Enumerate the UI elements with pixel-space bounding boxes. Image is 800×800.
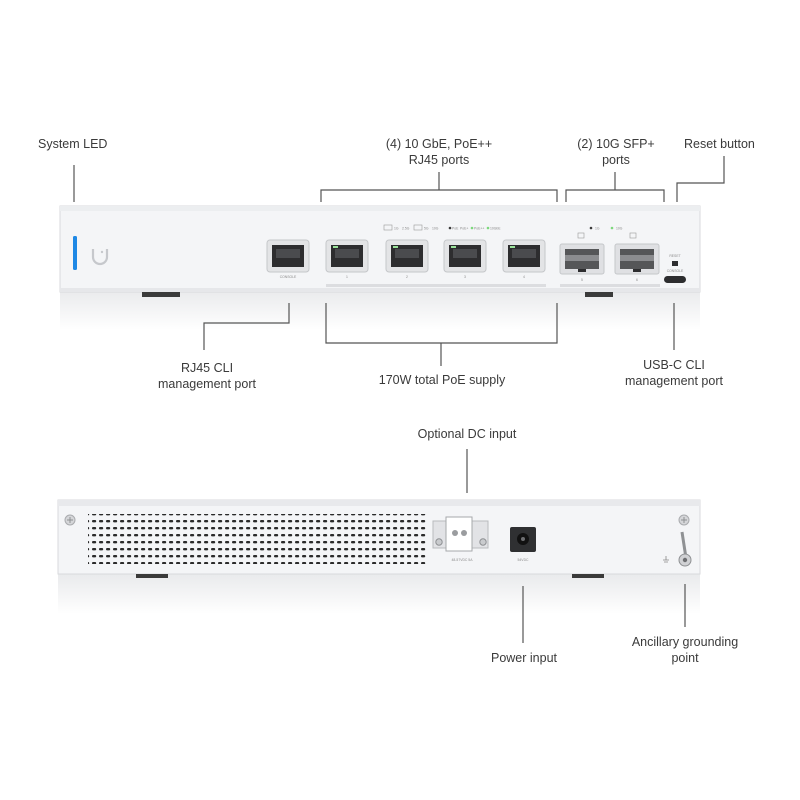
system-led — [73, 236, 77, 270]
screw-icon — [64, 514, 76, 526]
front-panel: CONSOLE 1 2 3 4 — [59, 205, 701, 330]
reset-button[interactable] — [672, 261, 678, 266]
sfp-number-6: 6 — [636, 278, 638, 282]
ubiquiti-logo-icon — [91, 249, 109, 266]
legend-1g: 1G — [394, 227, 399, 231]
power-jack[interactable] — [510, 527, 536, 552]
legend-10g: 10G — [432, 227, 439, 231]
sfp-port-5[interactable] — [559, 243, 605, 275]
poe-rj45-port-4[interactable] — [502, 239, 546, 273]
leader-lines — [73, 156, 725, 643]
port-number-1: 1 — [346, 275, 348, 279]
legend-poe-plus-plus: PoE++ — [474, 227, 484, 231]
label-dc-input: Optional DC input — [417, 427, 517, 441]
port-number-2: 2 — [406, 275, 408, 279]
legend-10gbe: 10GbE — [490, 227, 501, 231]
screw-icon — [678, 514, 690, 526]
rear-panel: 48-57VDC 5A 54VDC — [57, 499, 701, 614]
console-caption: CONSOLE — [667, 269, 684, 273]
sfp-legend-1g: 1G — [595, 227, 600, 231]
port-number-3: 3 — [464, 275, 466, 279]
sfp-port-6[interactable] — [614, 243, 660, 275]
reset-caption: RESET — [669, 254, 680, 258]
grounding-icon[interactable] — [663, 531, 692, 567]
ventilation-grille — [88, 514, 426, 564]
legend-5g: 5G — [424, 227, 429, 231]
label-grounding: Ancillary grounding point — [631, 635, 739, 665]
dc-terminal-block[interactable] — [432, 516, 489, 552]
sfp-legend-10g: 10G — [616, 227, 623, 231]
label-poe-ports: (4) 10 GbE, PoE++ RJ45 ports — [385, 137, 493, 167]
usb-c-port[interactable] — [664, 276, 686, 283]
poe-rj45-port-1[interactable] — [325, 239, 369, 273]
label-rj45-cli: RJ45 CLI management port — [158, 361, 256, 391]
label-system-led: System LED — [38, 137, 108, 151]
poe-rj45-port-3[interactable] — [443, 239, 487, 273]
label-power-input: Power input — [490, 651, 557, 665]
legend-2-5g: 2.5G — [402, 227, 410, 231]
poe-port-legend: 1G 2.5G 5G 10G PoE PoE+ PoE++ 10GbE — [383, 224, 501, 231]
mgmt-rj45-port[interactable] — [266, 239, 310, 273]
label-usbc-cli: USB-C CLI management port — [625, 358, 723, 388]
label-reset-button: Reset button — [684, 137, 755, 151]
mgmt-port-caption: CONSOLE — [280, 275, 297, 279]
sfp-number-5: 5 — [581, 278, 583, 282]
poe-zone-bar — [326, 284, 546, 287]
legend-poe: PoE — [452, 227, 459, 231]
poe-rj45-port-2[interactable] — [385, 239, 429, 273]
port-number-4: 4 — [523, 275, 525, 279]
legend-poe-plus: PoE+ — [460, 227, 468, 231]
power-input-caption: 54VDC — [518, 558, 529, 562]
label-poe-supply: 170W total PoE supply — [378, 373, 506, 387]
label-sfp-ports: (2) 10G SFP+ ports — [577, 137, 655, 167]
dc-input-caption: 48-57VDC 5A — [452, 558, 474, 562]
